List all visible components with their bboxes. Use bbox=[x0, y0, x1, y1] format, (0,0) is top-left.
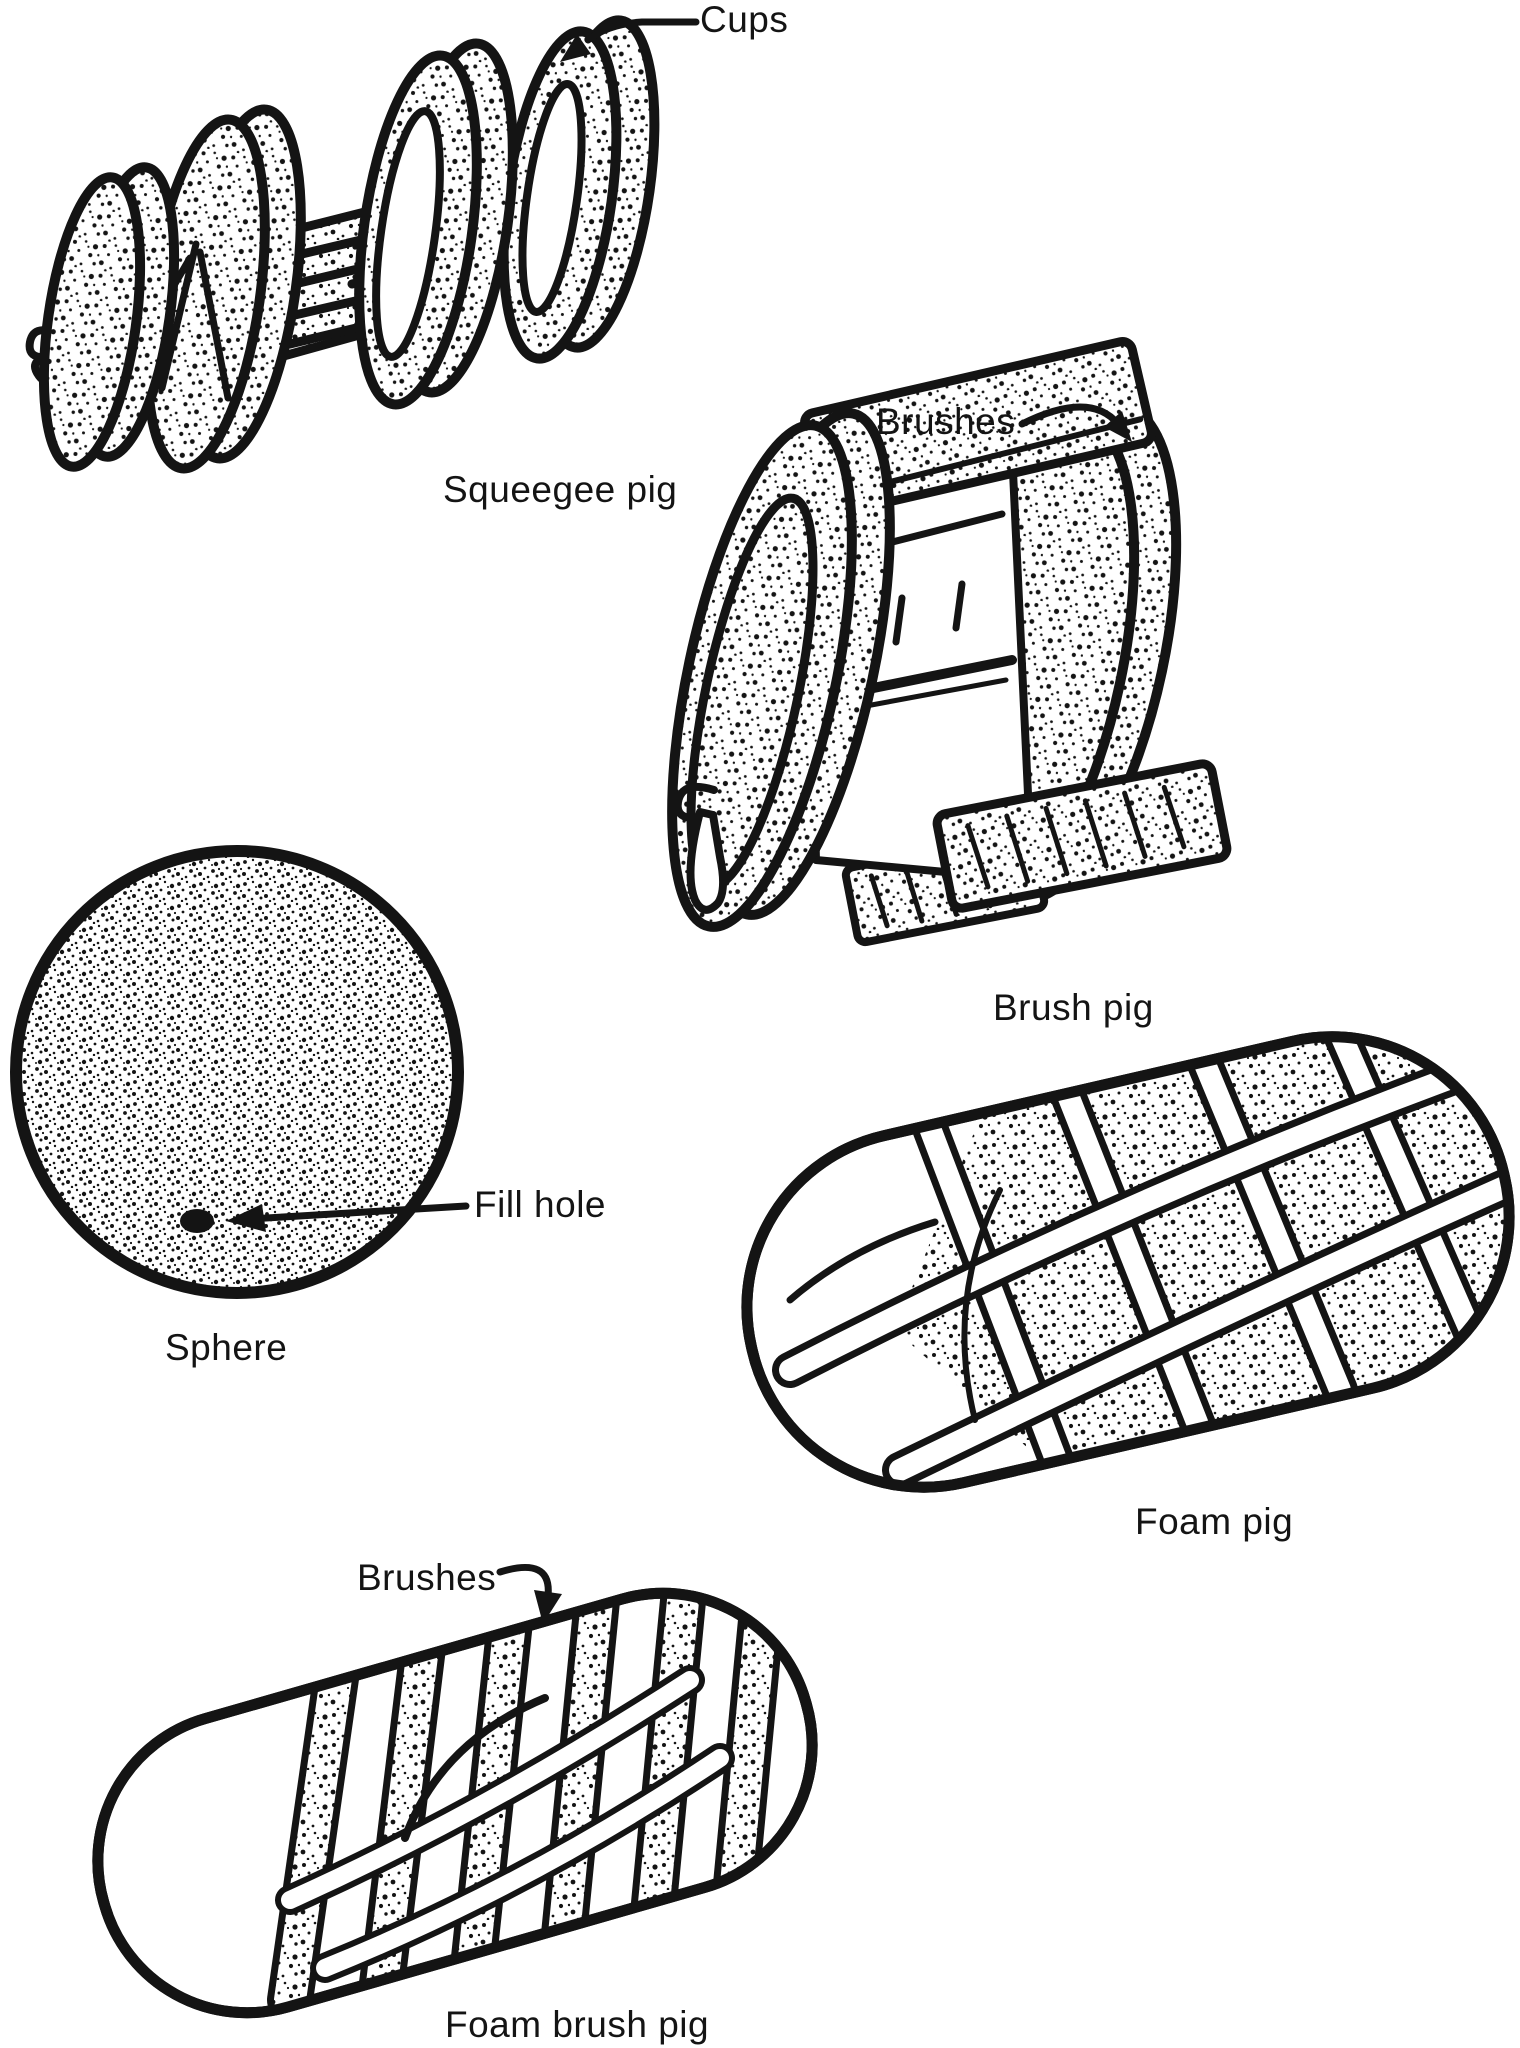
sphere-illustration bbox=[10, 845, 470, 1299]
squeegee-pig-illustration bbox=[25, 15, 700, 474]
foampig-nose-lines bbox=[786, 1187, 1003, 1423]
squeegee-cup1-face bbox=[38, 172, 146, 472]
foambrushpig-outline bbox=[92, 1587, 818, 2019]
foam-brush-pig-illustration bbox=[92, 1558, 818, 2023]
brushpig-strap bbox=[686, 808, 727, 914]
squeegee-cup4-lip bbox=[518, 80, 586, 316]
brushes-bottom-arrow bbox=[496, 1564, 562, 1624]
foambrushpig-cross-slashes bbox=[275, 1665, 735, 1983]
fill-hole-dot bbox=[180, 1209, 214, 1233]
foambrushpig-nose-line bbox=[401, 1694, 549, 1842]
foampig-straps bbox=[772, 1001, 1520, 1488]
foampig-outline bbox=[741, 1031, 1515, 1493]
brushpig-rear-brush bbox=[932, 759, 1232, 913]
brushes-bottom-label: Brushes bbox=[357, 1557, 497, 1598]
brush-pig-illustration bbox=[667, 337, 1232, 947]
brushes-top-arrow bbox=[1018, 403, 1132, 442]
brushpig-hook bbox=[673, 783, 718, 823]
foam-pig-caption: Foam pig bbox=[1135, 1501, 1294, 1542]
fill-hole-arrow bbox=[226, 1202, 470, 1232]
brush-pig-caption: Brush pig bbox=[993, 987, 1154, 1028]
sphere-body bbox=[10, 845, 464, 1299]
squeegee-pig-caption: Squeegee pig bbox=[443, 469, 678, 510]
squeegee-cup3-lip bbox=[372, 107, 444, 361]
cups-label: Cups bbox=[700, 0, 789, 40]
sphere-caption: Sphere bbox=[165, 1327, 288, 1368]
foam-pig-illustration bbox=[741, 1001, 1520, 1523]
foam-brush-pig-caption: Foam brush pig bbox=[445, 2004, 710, 2045]
fill-hole-label: Fill hole bbox=[474, 1184, 606, 1225]
brushes-top-label: Brushes bbox=[876, 401, 1016, 442]
cups-arrow bbox=[560, 18, 700, 62]
